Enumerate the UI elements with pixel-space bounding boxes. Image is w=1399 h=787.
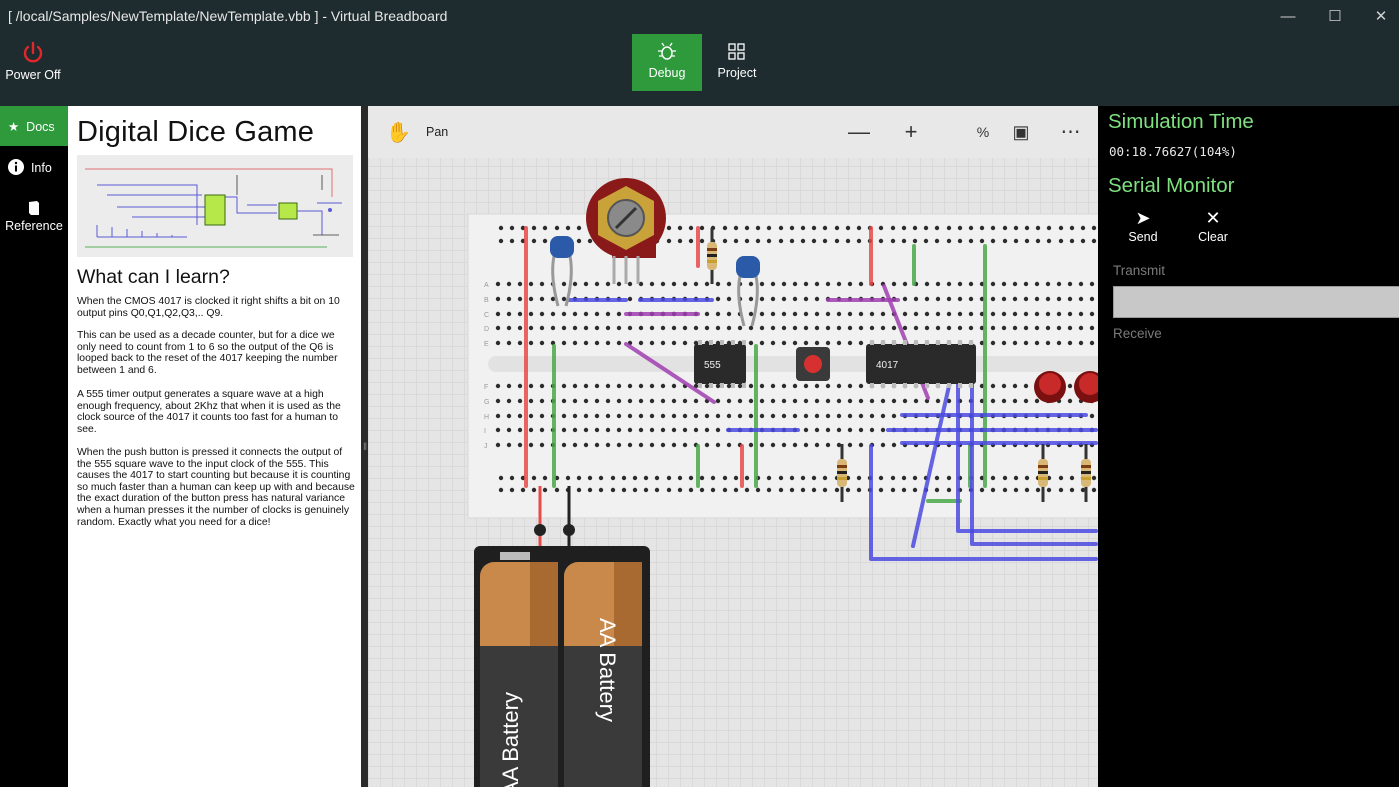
row-letter: A — [484, 282, 489, 289]
power-icon — [4, 40, 62, 66]
debug-label: Debug — [648, 66, 686, 80]
power-off-label: Power Off — [5, 68, 61, 82]
chip-label: 4017 — [876, 360, 899, 371]
chip-label: 555 — [704, 360, 721, 371]
send-icon: ➤ — [1135, 208, 1151, 228]
doc-paragraph: When the push button is pressed it conne… — [77, 447, 355, 528]
docs-panel: Digital Dice Game What can I learn? When… — [68, 106, 361, 787]
doc-title: Digital Dice Game — [77, 116, 315, 148]
row-letter: H — [484, 414, 489, 421]
star-icon: ★ — [8, 120, 20, 134]
fit-screen-button[interactable]: ▣ — [1012, 122, 1030, 142]
row-letter: J — [484, 443, 488, 450]
battery-label: AA Battery — [498, 692, 523, 787]
info-icon — [8, 159, 24, 175]
minimize-icon[interactable]: — — [1280, 8, 1296, 25]
capacitor-leads — [551, 255, 573, 307]
close-icon[interactable]: ✕ — [1374, 8, 1388, 25]
doc-paragraph: This can be used as a decade counter, bu… — [77, 330, 338, 376]
row-letter: F — [484, 384, 488, 391]
row-letter: I — [484, 428, 486, 435]
nav-reference-label: Reference — [5, 219, 63, 233]
row-letter: E — [484, 341, 489, 348]
wire — [956, 344, 1098, 533]
simulation-time-title: Simulation Time — [1108, 110, 1254, 133]
canvas-toolbar: ✋ Pan — + % ▣ ⋯ — [368, 106, 1098, 158]
window-title: [ /local/Samples/NewTemplate/NewTemplate… — [8, 8, 448, 24]
more-icon[interactable]: ⋯ — [1060, 121, 1082, 143]
row-letter: D — [484, 326, 489, 333]
pan-label: Pan — [426, 125, 449, 139]
wire — [624, 342, 716, 404]
capacitor-leads — [737, 275, 759, 327]
debug-button[interactable]: Debug — [632, 34, 702, 91]
breadboard-scene[interactable]: A B CD E F G HI J 555 4017 AA Battery AA Battery — [368, 106, 1098, 787]
battery-label: AA Battery — [595, 618, 620, 722]
simulation-time-value: 00:18.76627(104%) — [1109, 144, 1237, 159]
row-letter: G — [484, 399, 489, 406]
transmit-input[interactable] — [1113, 286, 1399, 318]
power-off-button[interactable]: Power Off — [4, 40, 62, 82]
book-icon — [29, 201, 39, 215]
capacitor — [550, 236, 574, 258]
nav-item-info[interactable]: Info — [0, 156, 68, 188]
send-button[interactable]: ➤ Send — [1118, 208, 1168, 244]
row-letter: B — [484, 297, 489, 304]
schematic-thumbnail[interactable] — [77, 155, 353, 257]
capacitor — [736, 256, 760, 278]
ic-555: 555 — [694, 340, 746, 388]
panel-splitter[interactable]: ‖ — [361, 106, 368, 787]
close-icon: ✕ — [1205, 208, 1221, 228]
command-bar: Power Off Debug Project — [0, 34, 1399, 106]
grid-icon — [704, 42, 770, 64]
wire — [970, 344, 1098, 546]
doc-paragraph: A 555 timer output generates a square wa… — [77, 389, 341, 435]
zoom-in-button[interactable]: + — [904, 119, 918, 144]
push-button-cap — [804, 355, 822, 373]
transmit-label: Transmit — [1113, 263, 1166, 278]
wire — [869, 444, 1098, 561]
zoom-percent-button[interactable]: % — [976, 124, 990, 140]
serial-monitor-title: Serial Monitor — [1108, 174, 1235, 197]
doc-subtitle: What can I learn? — [77, 266, 230, 288]
project-button[interactable]: Project — [704, 34, 770, 91]
ic-4017: 4017 — [866, 340, 976, 388]
center-channel — [488, 356, 1098, 372]
doc-paragraph: When the CMOS 4017 is clocked it right s… — [77, 296, 340, 319]
nav-info-label: Info — [30, 161, 52, 175]
nav-item-docs[interactable]: ★ Docs — [0, 106, 68, 146]
left-nav: ★ Docs Info Reference — [0, 106, 68, 787]
title-bar: [ /local/Samples/NewTemplate/NewTemplate… — [0, 0, 1399, 34]
nav-docs-label: Docs — [26, 120, 55, 134]
receive-label: Receive — [1113, 326, 1162, 341]
maximize-icon[interactable]: ☐ — [1328, 8, 1342, 25]
clear-label: Clear — [1198, 230, 1228, 244]
row-letter: C — [484, 312, 489, 319]
project-label: Project — [717, 66, 757, 80]
right-panel: Simulation Time 00:18.76627(104%) Serial… — [1098, 106, 1399, 787]
hand-icon[interactable]: ✋ — [386, 122, 411, 144]
zoom-out-button[interactable]: — — [848, 119, 870, 144]
nav-item-reference[interactable]: Reference — [0, 198, 68, 246]
bug-icon — [632, 42, 702, 64]
clear-button[interactable]: ✕ Clear — [1188, 208, 1238, 244]
battery: AA Battery — [480, 562, 558, 787]
send-label: Send — [1128, 230, 1158, 244]
battery: AA Battery — [564, 562, 642, 787]
